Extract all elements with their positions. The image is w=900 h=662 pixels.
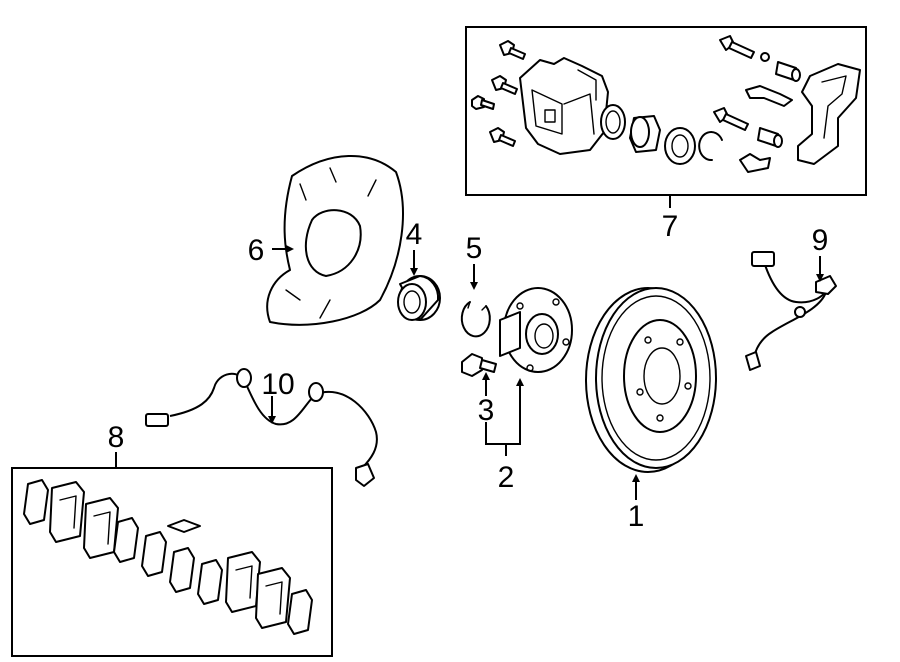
retaining-ring bbox=[698, 131, 723, 162]
guide-pin-bottom bbox=[713, 107, 749, 131]
wear-indicator bbox=[167, 519, 201, 533]
pad-shim-3 bbox=[141, 531, 167, 577]
caliper-bolt-low bbox=[489, 127, 516, 147]
pin-boot-top bbox=[775, 61, 801, 82]
callout-3: 3 bbox=[478, 394, 495, 427]
sensor-wire-right bbox=[745, 251, 837, 371]
caliper-bolt-mid bbox=[491, 75, 518, 95]
callout-4: 4 bbox=[406, 218, 423, 251]
anti-rattle-clip bbox=[739, 153, 771, 173]
pad-shim-6 bbox=[287, 589, 313, 635]
brake-rotor bbox=[585, 287, 717, 473]
pad-shim-2 bbox=[113, 517, 139, 563]
caliper-kit-box bbox=[465, 26, 867, 196]
callout-9: 9 bbox=[812, 224, 829, 257]
callout-2: 2 bbox=[498, 461, 515, 494]
pad-1 bbox=[49, 481, 85, 543]
guide-pin-top bbox=[719, 35, 755, 59]
pad-2 bbox=[83, 497, 119, 559]
pad-spring bbox=[745, 85, 793, 107]
callout-6: 6 bbox=[248, 234, 265, 267]
callout-8: 8 bbox=[108, 421, 125, 454]
callout-7: 7 bbox=[662, 210, 679, 243]
hub-bolt bbox=[461, 353, 497, 377]
caliper-bolt-top bbox=[499, 40, 526, 60]
brake-pads-box bbox=[11, 467, 333, 657]
caliper-bleeder bbox=[471, 95, 495, 110]
brake-pads-group bbox=[11, 467, 333, 657]
pin-boot-bottom bbox=[757, 127, 783, 148]
pad-shim-5 bbox=[197, 559, 223, 605]
caliper-body bbox=[519, 57, 609, 155]
pad-3 bbox=[225, 551, 261, 613]
callout-1: 1 bbox=[628, 500, 645, 533]
pin-washer bbox=[760, 52, 770, 62]
sensor-wire-left bbox=[145, 368, 378, 487]
callout-5: 5 bbox=[466, 232, 483, 265]
callout-10: 10 bbox=[261, 368, 294, 401]
caliper-bracket bbox=[797, 63, 861, 165]
wheel-hub bbox=[499, 287, 573, 373]
piston-boot bbox=[664, 127, 696, 165]
leader-lines bbox=[115, 195, 824, 500]
pad-4 bbox=[255, 567, 291, 629]
wheel-bearing bbox=[397, 275, 441, 321]
pad-shim-1 bbox=[23, 479, 49, 525]
pad-shim-4 bbox=[169, 547, 195, 593]
snap-ring bbox=[460, 301, 491, 338]
piston-seal bbox=[600, 104, 626, 140]
splash-shield bbox=[266, 155, 404, 326]
caliper-piston bbox=[629, 115, 661, 153]
caliper-kit-group bbox=[465, 26, 867, 196]
